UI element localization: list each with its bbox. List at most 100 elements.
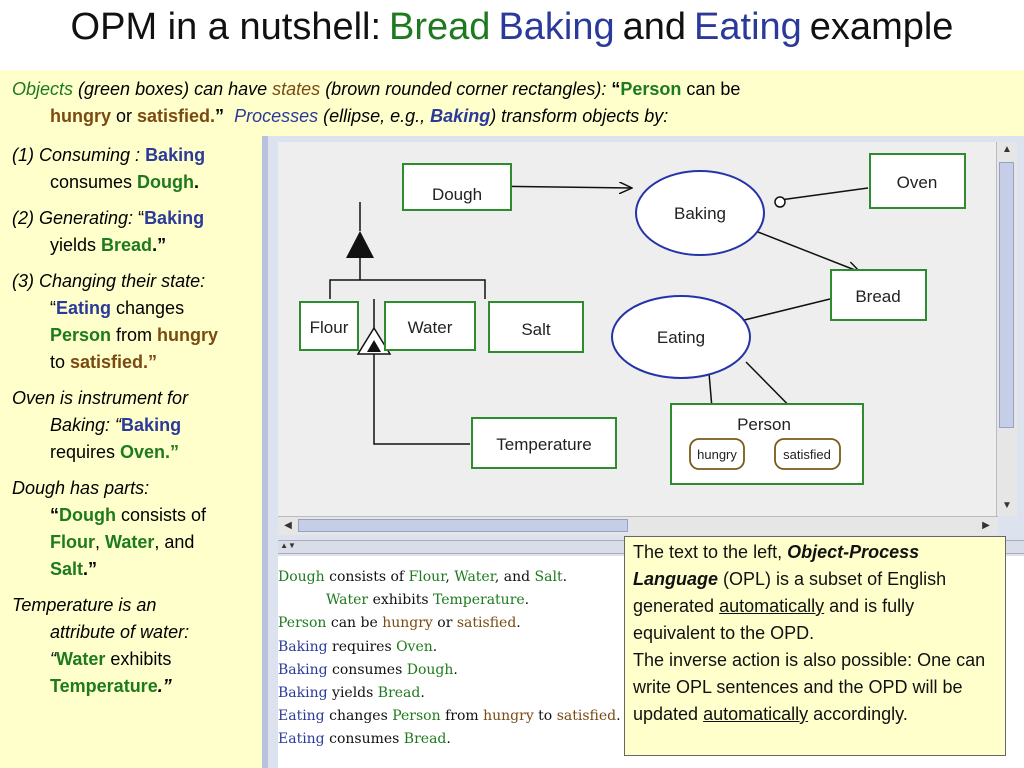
label-hungry: hungry: [697, 447, 737, 462]
opl-token: Flour: [408, 569, 446, 585]
opl-callout: The text to the left, Object-Process Lan…: [624, 536, 1006, 756]
opl-token: Salt: [534, 569, 563, 585]
item-comma-2: , and: [154, 532, 195, 552]
scroll-right-icon[interactable]: ▶: [982, 520, 990, 531]
opl-token: Baking: [278, 638, 328, 655]
object-temperature: [471, 417, 617, 469]
object-flour: [299, 301, 359, 351]
intro-text-4: ) transform objects by:: [490, 106, 669, 126]
opl-token: .: [616, 708, 621, 725]
opl-sentence: Eating consumes Bread.: [278, 728, 621, 751]
opl-token: requires: [327, 638, 397, 655]
item-consuming: (1) Consuming : Baking consumes Dough.: [12, 142, 256, 196]
object-bread: [830, 269, 927, 321]
scroll-down-icon[interactable]: ▼: [1002, 500, 1012, 511]
title-baking: Baking: [498, 6, 615, 48]
opl-token: Eating: [278, 731, 325, 748]
item-text-from: from: [111, 325, 158, 345]
opl-token: consumes: [324, 731, 404, 748]
instrument-circle: [774, 196, 786, 208]
aggregation-branch: [329, 279, 486, 299]
opl-token: Water: [454, 569, 495, 585]
horizontal-scrollbar[interactable]: ◀ ▶: [278, 516, 998, 535]
opl-sentences: Dough consists of Flour, Water, and Salt…: [278, 566, 621, 752]
label-eating: Eating: [657, 328, 705, 347]
opl-token: consists of: [324, 569, 409, 585]
opl-token: or: [432, 615, 457, 632]
callout-automatically-2: automatically: [703, 704, 809, 724]
vertical-scroll-thumb[interactable]: [999, 162, 1014, 428]
item-quote: “: [50, 649, 56, 669]
label-flour: Flour: [310, 318, 349, 337]
item-process: Baking: [145, 145, 206, 165]
item-state-1: hungry: [157, 325, 219, 345]
item-text: exhibits: [105, 649, 172, 669]
intro-hungry: hungry: [50, 106, 111, 126]
opl-token: hungry: [483, 708, 534, 725]
intro-states: states: [272, 79, 321, 99]
item-end: .”: [83, 559, 98, 579]
opl-token: exhibits: [368, 592, 433, 609]
result-link-baking-bread: [757, 231, 860, 272]
intro-text-2: (brown rounded corner rectangles):: [320, 79, 612, 99]
item-object: Oven.”: [120, 442, 180, 462]
callout-text-2: (OPL) is a subset of English generated: [633, 569, 947, 616]
label-baking: Baking: [674, 204, 726, 223]
opl-token: Bread: [403, 731, 447, 748]
item-part-1: Flour: [50, 532, 95, 552]
intro-baking: Baking: [430, 106, 491, 126]
item-head-2: attribute of water:: [50, 622, 190, 642]
item-end: .”: [152, 235, 167, 255]
item-text: changes: [111, 298, 185, 318]
opl-token: Dough: [278, 569, 325, 585]
opl-sentence: Dough consists of Flour, Water, and Salt…: [278, 566, 621, 589]
opl-sentence: Baking consumes Dough.: [278, 659, 621, 682]
item-object: Person: [50, 325, 112, 345]
horizontal-scroll-thumb[interactable]: [298, 519, 628, 532]
exhibition-inner-triangle: [367, 340, 381, 352]
item-part-2: Water: [105, 532, 155, 552]
opd-canvas[interactable]: Dough Oven Bread Flour Water Salt Person…: [278, 142, 996, 516]
item-text: yields: [50, 235, 102, 255]
item-head: Oven is instrument for: [12, 388, 189, 408]
intro-text-3: (ellipse, e.g.,: [318, 106, 431, 126]
opl-token: Bread: [377, 685, 421, 702]
object-water: [384, 301, 476, 351]
state-hungry: [689, 438, 745, 470]
intro-quote-open: “: [611, 79, 621, 99]
opl-token: hungry: [382, 615, 433, 632]
splitter-arrows-icon[interactable]: ▲▼: [280, 541, 296, 550]
opl-token: yields: [327, 685, 378, 702]
intro-quote-close: ”: [215, 106, 225, 126]
item-process: Eating: [56, 298, 112, 318]
opl-token: , and: [494, 569, 535, 585]
object-oven: [869, 153, 966, 209]
item-head: Temperature is an: [12, 595, 157, 615]
opl-token: .: [446, 731, 451, 748]
opl-token: consumes: [327, 661, 407, 678]
opl-token: Dough: [406, 661, 454, 678]
scroll-up-icon[interactable]: ▲: [1002, 144, 1012, 155]
vertical-scrollbar[interactable]: ▲ ▼: [996, 142, 1017, 516]
item-object: Dough: [59, 505, 116, 525]
intro-processes: Processes: [234, 106, 319, 126]
item-object: Bread: [101, 235, 153, 255]
opd-diagram: Dough Oven Bread Flour Water Salt Person…: [299, 153, 966, 485]
title-prefix: OPM in a nutshell:: [70, 6, 382, 48]
opl-token: Person: [392, 708, 441, 725]
object-salt: [488, 301, 584, 353]
intro-can-be: can be: [681, 79, 741, 99]
item-object: Water: [56, 649, 106, 669]
state-satisfied: [774, 438, 841, 470]
label-oven: Oven: [897, 173, 938, 192]
item-parts: Dough has parts: “Dough consists of Flou…: [12, 475, 256, 583]
title-bread: Bread: [389, 6, 491, 48]
opl-sentence: Eating changes Person from hungry to sat…: [278, 705, 621, 728]
opl-token: Eating: [278, 708, 325, 725]
opl-token: Water: [326, 592, 369, 609]
item-generating: (2) Generating: “Baking yields Bread.”: [12, 205, 256, 259]
scroll-left-icon[interactable]: ◀: [284, 520, 292, 531]
opl-sentence: Person can be hungry or satisfied.: [278, 612, 621, 635]
callout-text-3: and is fully equivalent to the OPD.: [633, 596, 915, 643]
